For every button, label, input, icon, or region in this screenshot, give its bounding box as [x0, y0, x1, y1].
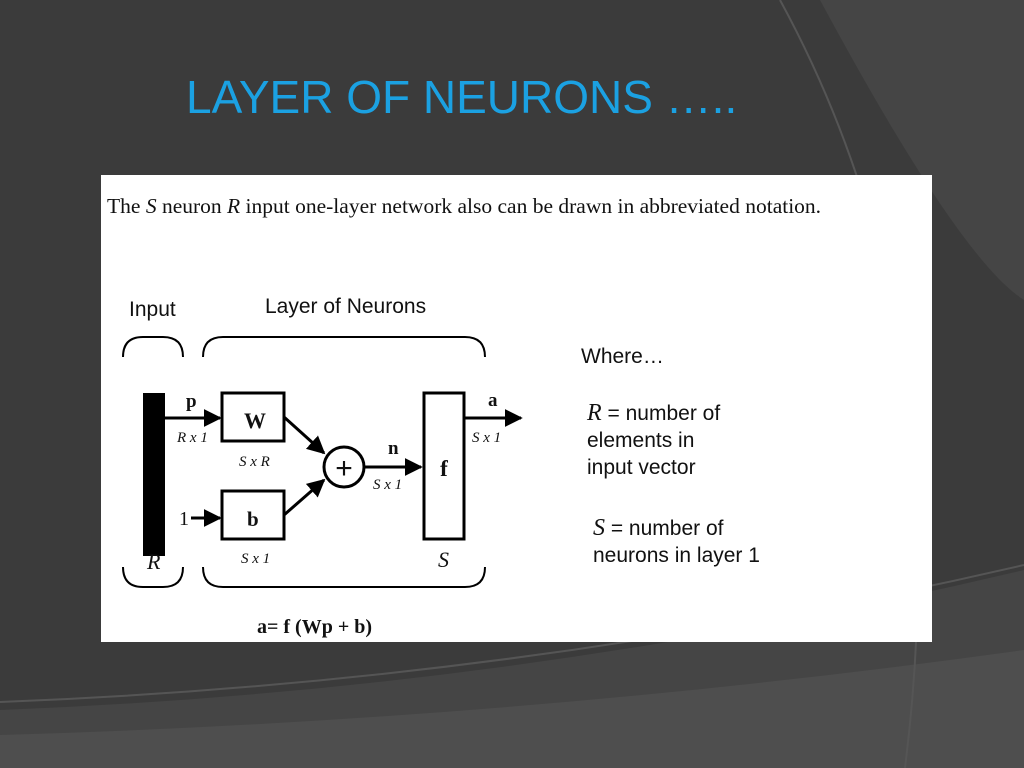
sum-symbol: + — [335, 452, 353, 485]
definition-r-line1: = number of — [601, 402, 721, 425]
definition-s-var: S — [593, 515, 605, 541]
definition-r: R = number of elements in input vector — [587, 400, 720, 481]
input-vector-bar — [143, 393, 165, 556]
caption-var-r: R — [227, 194, 241, 218]
bias-input-label: 1 — [179, 508, 189, 530]
transfer-label: f — [440, 456, 448, 481]
where-label: Where… — [581, 345, 664, 368]
definition-r-line3: input vector — [587, 456, 696, 479]
input-bottom-brace — [122, 566, 184, 588]
figure-panel: The S neuron R input one-layer network a… — [101, 175, 932, 642]
layer-bottom-brace — [202, 566, 486, 588]
slide-title: LAYER OF NEURONS ….. — [186, 71, 738, 123]
definition-r-var: R — [587, 400, 602, 426]
equation: a= f (Wp + b) — [257, 616, 372, 638]
input-dim-label: R — [146, 549, 161, 574]
network-diagram: Input Layer of Neurons R p R x 1 W S x R… — [122, 295, 523, 638]
p-size-label: R x 1 — [176, 430, 208, 446]
transfer-function-box — [422, 391, 466, 541]
output-size-label: S x 1 — [472, 430, 501, 446]
figure-caption: The S neuron R input one-layer network a… — [107, 190, 907, 222]
caption-text-1: The — [107, 194, 146, 218]
weight-box — [220, 391, 286, 443]
n-label: n — [388, 438, 399, 459]
weight-to-sum-arrow — [282, 415, 326, 455]
layer-top-brace — [202, 336, 486, 358]
output-label: a — [488, 390, 498, 411]
layer-label: Layer of Neurons — [265, 295, 426, 318]
bias-box — [220, 489, 286, 541]
weight-size-label: S x R — [239, 454, 270, 470]
bias-size-label: S x 1 — [241, 551, 270, 567]
caption-text-3: input one-layer network also can be draw… — [240, 194, 822, 218]
definition-s: S = number of neurons in layer 1 — [593, 515, 760, 569]
definition-r-line2: elements in — [587, 429, 695, 452]
definition-s-line2: neurons in layer 1 — [593, 544, 760, 567]
bias-label: b — [247, 507, 259, 531]
definition-s-line1: = number of — [605, 517, 724, 540]
bias-to-sum-arrow — [283, 478, 326, 517]
n-size-label: S x 1 — [373, 477, 402, 493]
weight-label: W — [244, 408, 266, 433]
input-top-brace — [122, 336, 184, 358]
caption-text-2: neuron — [156, 194, 228, 218]
caption-var-s: S — [145, 194, 157, 218]
layer-dim-label: S — [438, 547, 449, 572]
input-label: Input — [129, 298, 176, 321]
p-label: p — [186, 391, 197, 412]
